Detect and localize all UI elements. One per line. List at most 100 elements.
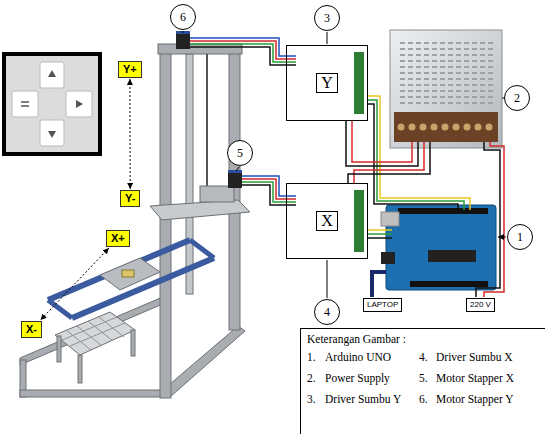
io-label-text: LAPTOP xyxy=(367,300,398,309)
driver-box-text: Y xyxy=(316,73,338,93)
item-number: 5. xyxy=(419,371,428,385)
machine-frame xyxy=(186,54,193,294)
stepper-motor xyxy=(176,33,190,49)
stepper-motor xyxy=(228,172,242,188)
callout-number: 5 xyxy=(227,140,253,166)
power-supply xyxy=(398,38,494,104)
control-pad xyxy=(48,131,56,138)
wire xyxy=(190,38,504,297)
leader-line xyxy=(236,167,239,171)
wire xyxy=(368,237,392,239)
power-supply xyxy=(398,124,405,131)
item-number: 6. xyxy=(419,392,428,406)
axis-label-text: X+ xyxy=(111,232,125,244)
arduino-board xyxy=(410,281,488,287)
item-number: 2. xyxy=(307,371,316,385)
axis-label-text: X- xyxy=(26,323,37,335)
axis-label: X+ xyxy=(106,230,130,247)
callout-number-text: 3 xyxy=(324,11,330,26)
item-name: Arduino UNO xyxy=(325,350,391,364)
arduino-board xyxy=(381,212,399,226)
x-axis-rails xyxy=(48,300,72,318)
io-label: 220 V xyxy=(466,298,495,312)
callout-number: 6 xyxy=(170,4,196,30)
control-pad xyxy=(40,120,64,146)
axis-label: Y- xyxy=(120,190,140,207)
wire xyxy=(242,185,296,205)
item-name: Motor Stapper Y xyxy=(436,392,514,406)
machine-frame xyxy=(78,355,82,383)
wire xyxy=(484,142,504,297)
driver-board xyxy=(286,45,368,121)
driver-box-text: X xyxy=(316,211,338,231)
power-supply xyxy=(390,30,502,148)
control-pad xyxy=(66,91,92,117)
stepper-motor xyxy=(228,170,242,173)
axis-arrow xyxy=(129,79,130,189)
driver-board xyxy=(286,45,368,259)
leader-line xyxy=(183,31,184,33)
wire xyxy=(368,96,470,210)
x-axis-rails xyxy=(48,240,190,300)
axis-label: Y+ xyxy=(118,61,142,78)
callout-number-text: 5 xyxy=(237,146,243,161)
item-number: 4. xyxy=(419,350,428,364)
leader-line xyxy=(498,237,506,238)
power-supply xyxy=(486,124,493,131)
wire xyxy=(348,142,430,183)
axis-arrow xyxy=(41,248,109,320)
power-supply xyxy=(475,124,482,131)
driver-board xyxy=(286,183,368,259)
leader-line xyxy=(327,32,328,44)
x-carriage xyxy=(100,258,160,290)
leader-line xyxy=(327,260,328,298)
callout-number-text: 2 xyxy=(514,91,520,106)
machine-frame xyxy=(57,336,61,362)
machine-frame xyxy=(150,200,250,220)
machine-frame xyxy=(20,390,170,397)
x-axis-rails xyxy=(48,240,214,318)
machine-frame xyxy=(158,44,242,54)
callout-number: 2 xyxy=(504,85,530,111)
machine-frame xyxy=(163,326,245,397)
callout-number-text: 1 xyxy=(517,230,523,245)
callout-number: 3 xyxy=(314,5,340,31)
wire xyxy=(368,229,392,231)
machine-frame xyxy=(62,317,125,350)
axis-label-text: Y+ xyxy=(123,63,137,75)
control-pad xyxy=(4,54,100,154)
item-number: 3. xyxy=(307,392,316,406)
item-number: 1. xyxy=(307,350,316,364)
item-name: Driver Sumbu X xyxy=(436,350,513,364)
control-pad xyxy=(48,70,56,77)
control-pad xyxy=(4,54,100,154)
control-pad xyxy=(21,102,29,106)
machine-frame xyxy=(20,44,250,398)
machine-frame xyxy=(55,312,135,355)
machine-frame xyxy=(200,186,234,202)
wire xyxy=(368,233,392,235)
x-carriage xyxy=(122,270,134,277)
x-axis-rails xyxy=(72,258,214,318)
leader-line xyxy=(183,31,506,237)
driver-box: Y xyxy=(286,45,368,121)
power-supply xyxy=(394,112,498,142)
control-pad xyxy=(76,100,83,108)
control-pad xyxy=(12,91,38,117)
item-name: Driver Sumbu Y xyxy=(325,392,401,406)
axis-label-text: Y- xyxy=(125,192,135,204)
wire xyxy=(368,104,458,210)
driver-board xyxy=(354,52,364,114)
control-pad xyxy=(40,62,64,88)
power-supply xyxy=(453,124,460,131)
driver-board xyxy=(354,190,364,252)
arduino-board xyxy=(381,205,496,290)
wire xyxy=(354,142,424,183)
legend-heading: Keterangan Gambar : xyxy=(307,332,406,346)
wire xyxy=(352,121,412,162)
wire xyxy=(368,100,464,210)
callout-number-text: 6 xyxy=(180,10,186,25)
power-supply xyxy=(420,124,427,131)
power-supply xyxy=(390,30,502,148)
